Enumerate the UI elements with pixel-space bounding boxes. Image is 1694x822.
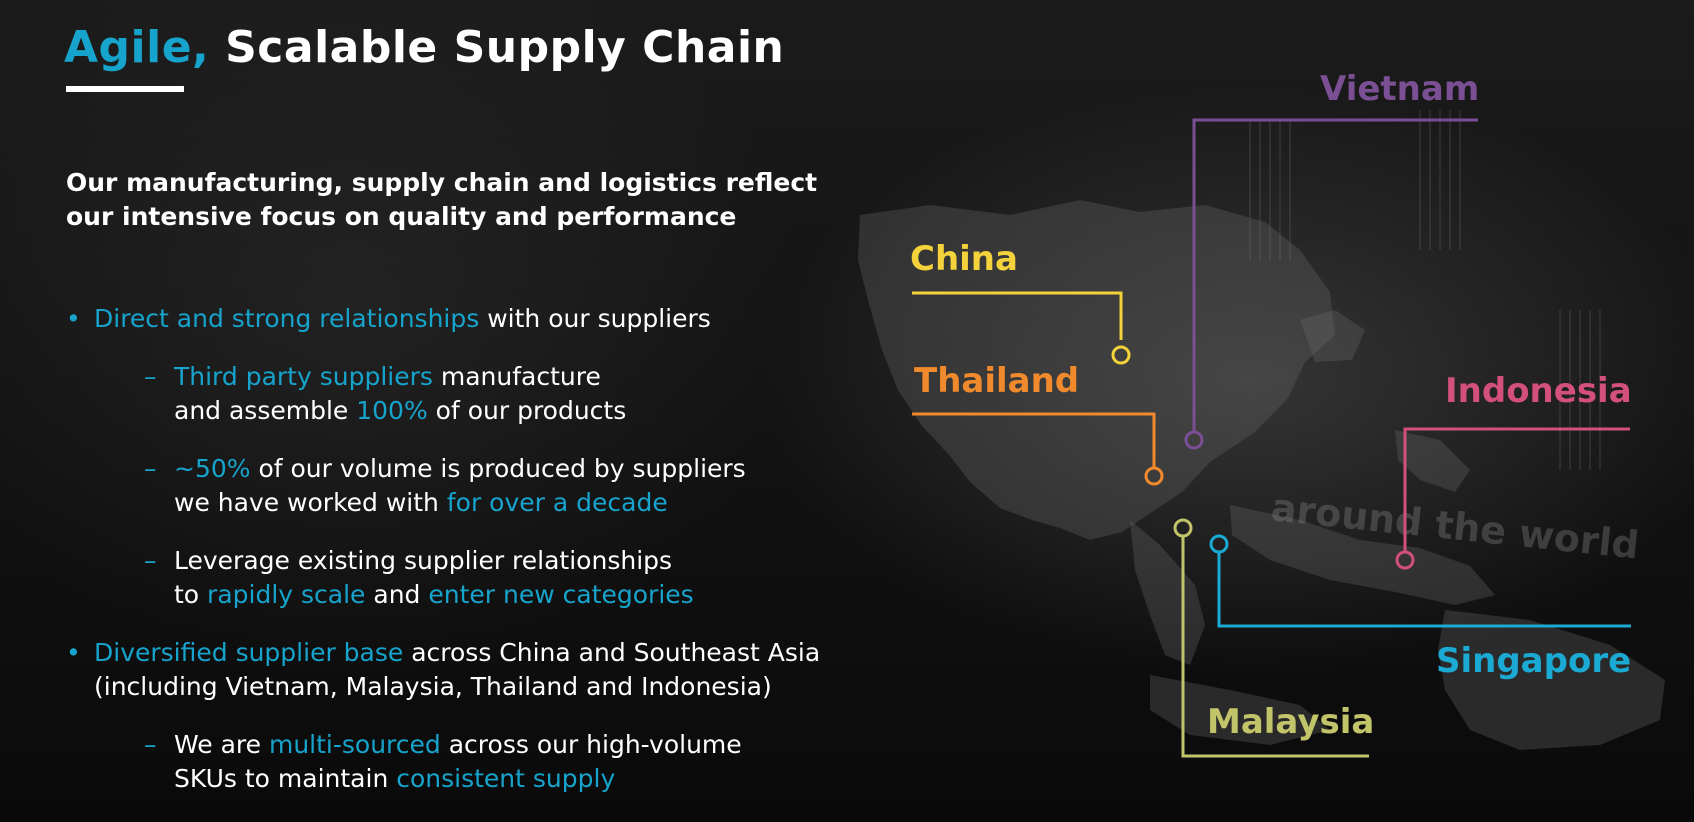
map-label-singapore: Singapore [1436, 641, 1631, 681]
bullet-item: • Direct and strong relationships with ou… [66, 302, 926, 336]
bullet-dot-icon: • [66, 638, 81, 667]
dash-icon: – [144, 546, 157, 575]
body-text: to [174, 580, 208, 609]
body-text: We are [174, 730, 269, 759]
sub-bullet-item: –We are multi-sourced across our high-vo… [66, 728, 926, 796]
dash-icon: – [144, 454, 157, 483]
sub-bullet-line: and assemble 100% of our products [174, 394, 926, 428]
leader-line-malaysia [1181, 537, 1369, 758]
highlight-text: for over a decade [446, 488, 668, 517]
title-rest: Scalable Supply Chain [209, 22, 785, 73]
subtitle: Our manufacturing, supply chain and logi… [66, 166, 886, 234]
highlight-text: ~50% [174, 454, 251, 483]
sub-bullet-item: –Leverage existing supplier relationship… [66, 544, 926, 612]
body-text: and assemble [174, 396, 357, 425]
bullet-line: Direct and strong relationships with our… [94, 302, 926, 336]
body-text: of our products [427, 396, 627, 425]
dash-icon: – [144, 730, 157, 759]
location-marker-vietnam[interactable] [1184, 430, 1204, 450]
map-label-vietnam: Vietnam [1320, 69, 1479, 109]
location-marker-malaysia[interactable] [1173, 518, 1193, 538]
leader-line-china [912, 291, 1123, 340]
highlight-text: Direct and strong relationships [94, 304, 480, 333]
map-label-thailand: Thailand [914, 361, 1079, 401]
bullet-item: • Diversified supplier base across China … [66, 636, 926, 704]
bullet-dot-icon: • [66, 304, 81, 333]
subtitle-line: Our manufacturing, supply chain and logi… [66, 168, 818, 197]
bullet-line: (including Vietnam, Malaysia, Thailand a… [94, 670, 926, 704]
body-text: of our volume is produced by suppliers [250, 454, 746, 483]
highlight-text: rapidly scale [207, 580, 366, 609]
bullet-list: • Direct and strong relationships with ou… [66, 302, 926, 796]
bullet-line: Diversified supplier base across China a… [94, 636, 926, 670]
leader-line-indonesia [1403, 427, 1630, 551]
map-label-china: China [910, 239, 1018, 279]
sub-bullet-item: –~50% of our volume is produced by suppl… [66, 452, 926, 520]
sub-bullet-line: ~50% of our volume is produced by suppli… [174, 452, 926, 486]
sub-bullet-line: SKUs to maintain consistent supply [174, 762, 926, 796]
body-text: (including Vietnam, Malaysia, Thailand a… [94, 672, 772, 701]
location-marker-china[interactable] [1111, 345, 1131, 365]
leader-line-thailand [912, 412, 1156, 467]
body-text: SKUs to maintain [174, 764, 397, 793]
body-text: across China and Southeast Asia [403, 638, 821, 667]
dash-icon: – [144, 362, 157, 391]
sub-bullet-line: We are multi-sourced across our high-vol… [174, 728, 926, 762]
wall-stripes [1249, 110, 1601, 470]
highlight-text: Diversified supplier base [94, 638, 404, 667]
highlight-text: multi-sourced [268, 730, 441, 759]
subtitle-line: our intensive focus on quality and perfo… [66, 202, 737, 231]
sub-bullet-line: Leverage existing supplier relationships [174, 544, 926, 578]
highlight-text: enter new categories [428, 580, 694, 609]
title-accent: Agile, [64, 22, 210, 73]
location-marker-thailand[interactable] [1144, 466, 1164, 486]
map-label-indonesia: Indonesia [1445, 371, 1632, 411]
world-map-silhouette [858, 200, 1665, 750]
sub-bullet-line: Third party suppliers manufacture [174, 360, 926, 394]
highlight-text: consistent supply [396, 764, 616, 793]
body-text: and [365, 580, 429, 609]
leader-line-singapore [1217, 553, 1631, 628]
map-label-malaysia: Malaysia [1207, 702, 1374, 742]
page-title: Agile, Scalable Supply Chain [64, 22, 784, 73]
location-marker-indonesia[interactable] [1395, 550, 1415, 570]
highlight-text: Third party suppliers [174, 362, 433, 391]
body-text: we have worked with [174, 488, 447, 517]
body-text: across our high-volume [440, 730, 742, 759]
highlight-text: 100% [356, 396, 428, 425]
body-text: manufacture [432, 362, 601, 391]
sub-bullet-line: to rapidly scale and enter new categorie… [174, 578, 926, 612]
location-marker-singapore[interactable] [1209, 534, 1229, 554]
leader-line-vietnam [1192, 118, 1478, 431]
body-text: with our suppliers [479, 304, 711, 333]
title-underline [66, 86, 184, 92]
sub-bullet-line: we have worked with for over a decade [174, 486, 926, 520]
body-text: Leverage existing supplier relationships [174, 546, 673, 575]
